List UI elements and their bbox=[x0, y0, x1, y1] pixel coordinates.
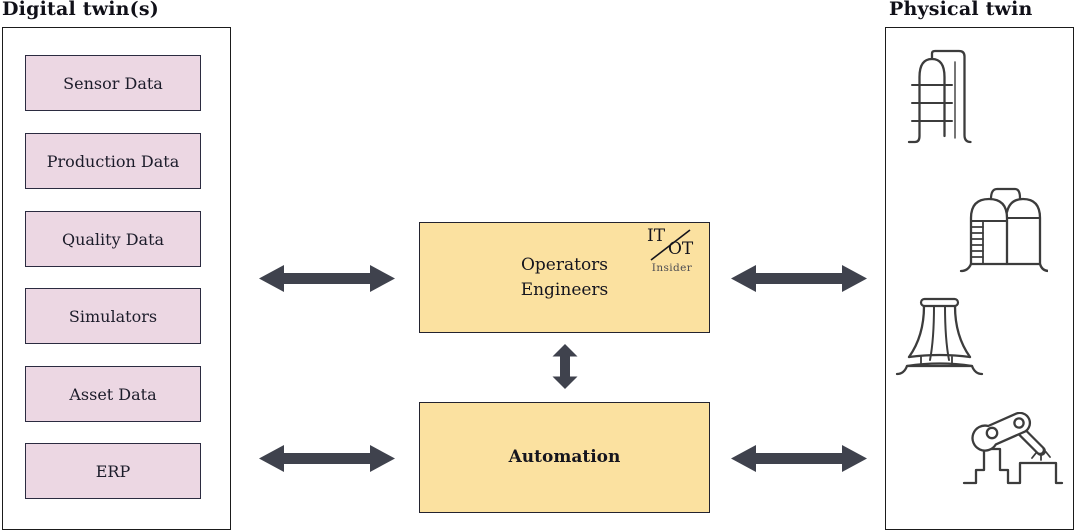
logo-it-text: IT bbox=[647, 226, 666, 246]
digital-twin-title: Digital twin(s) bbox=[2, 0, 159, 20]
simulators-box: Simulators bbox=[25, 288, 201, 344]
sensor-data-box: Sensor Data bbox=[25, 55, 201, 111]
quality-data-box: Quality Data bbox=[25, 211, 201, 267]
cooling-tower-icon bbox=[894, 294, 986, 382]
production-data-box: Production Data bbox=[25, 133, 201, 189]
arrow-digital-operators bbox=[258, 262, 396, 299]
automation-label: Automation bbox=[508, 447, 621, 468]
erp-box: ERP bbox=[25, 443, 201, 499]
automation-box: Automation bbox=[419, 402, 710, 513]
arrow-operators-physical bbox=[730, 262, 868, 299]
physical-twin-title: Physical twin bbox=[889, 0, 1033, 20]
robot-arm-icon bbox=[962, 412, 1064, 494]
distillation-column-icon bbox=[902, 46, 978, 150]
arrow-digital-automation bbox=[258, 442, 396, 479]
logo-ot-text: OT bbox=[668, 239, 694, 259]
arrow-automation-physical bbox=[730, 442, 868, 479]
storage-silos-icon bbox=[956, 176, 1048, 276]
operators-label: Operators bbox=[520, 254, 609, 275]
operators-engineers-box: Operators Engineers IT OT Insider bbox=[419, 222, 710, 333]
asset-data-box: Asset Data bbox=[25, 366, 201, 422]
engineers-label: Engineers bbox=[520, 279, 609, 300]
itot-insider-logo-icon: IT OT Insider bbox=[644, 228, 700, 278]
logo-insider-text: Insider bbox=[651, 262, 693, 274]
arrow-operators-automation bbox=[550, 343, 580, 394]
digital-twin-panel: Sensor Data Production Data Quality Data… bbox=[2, 27, 231, 530]
physical-twin-panel bbox=[885, 27, 1074, 530]
